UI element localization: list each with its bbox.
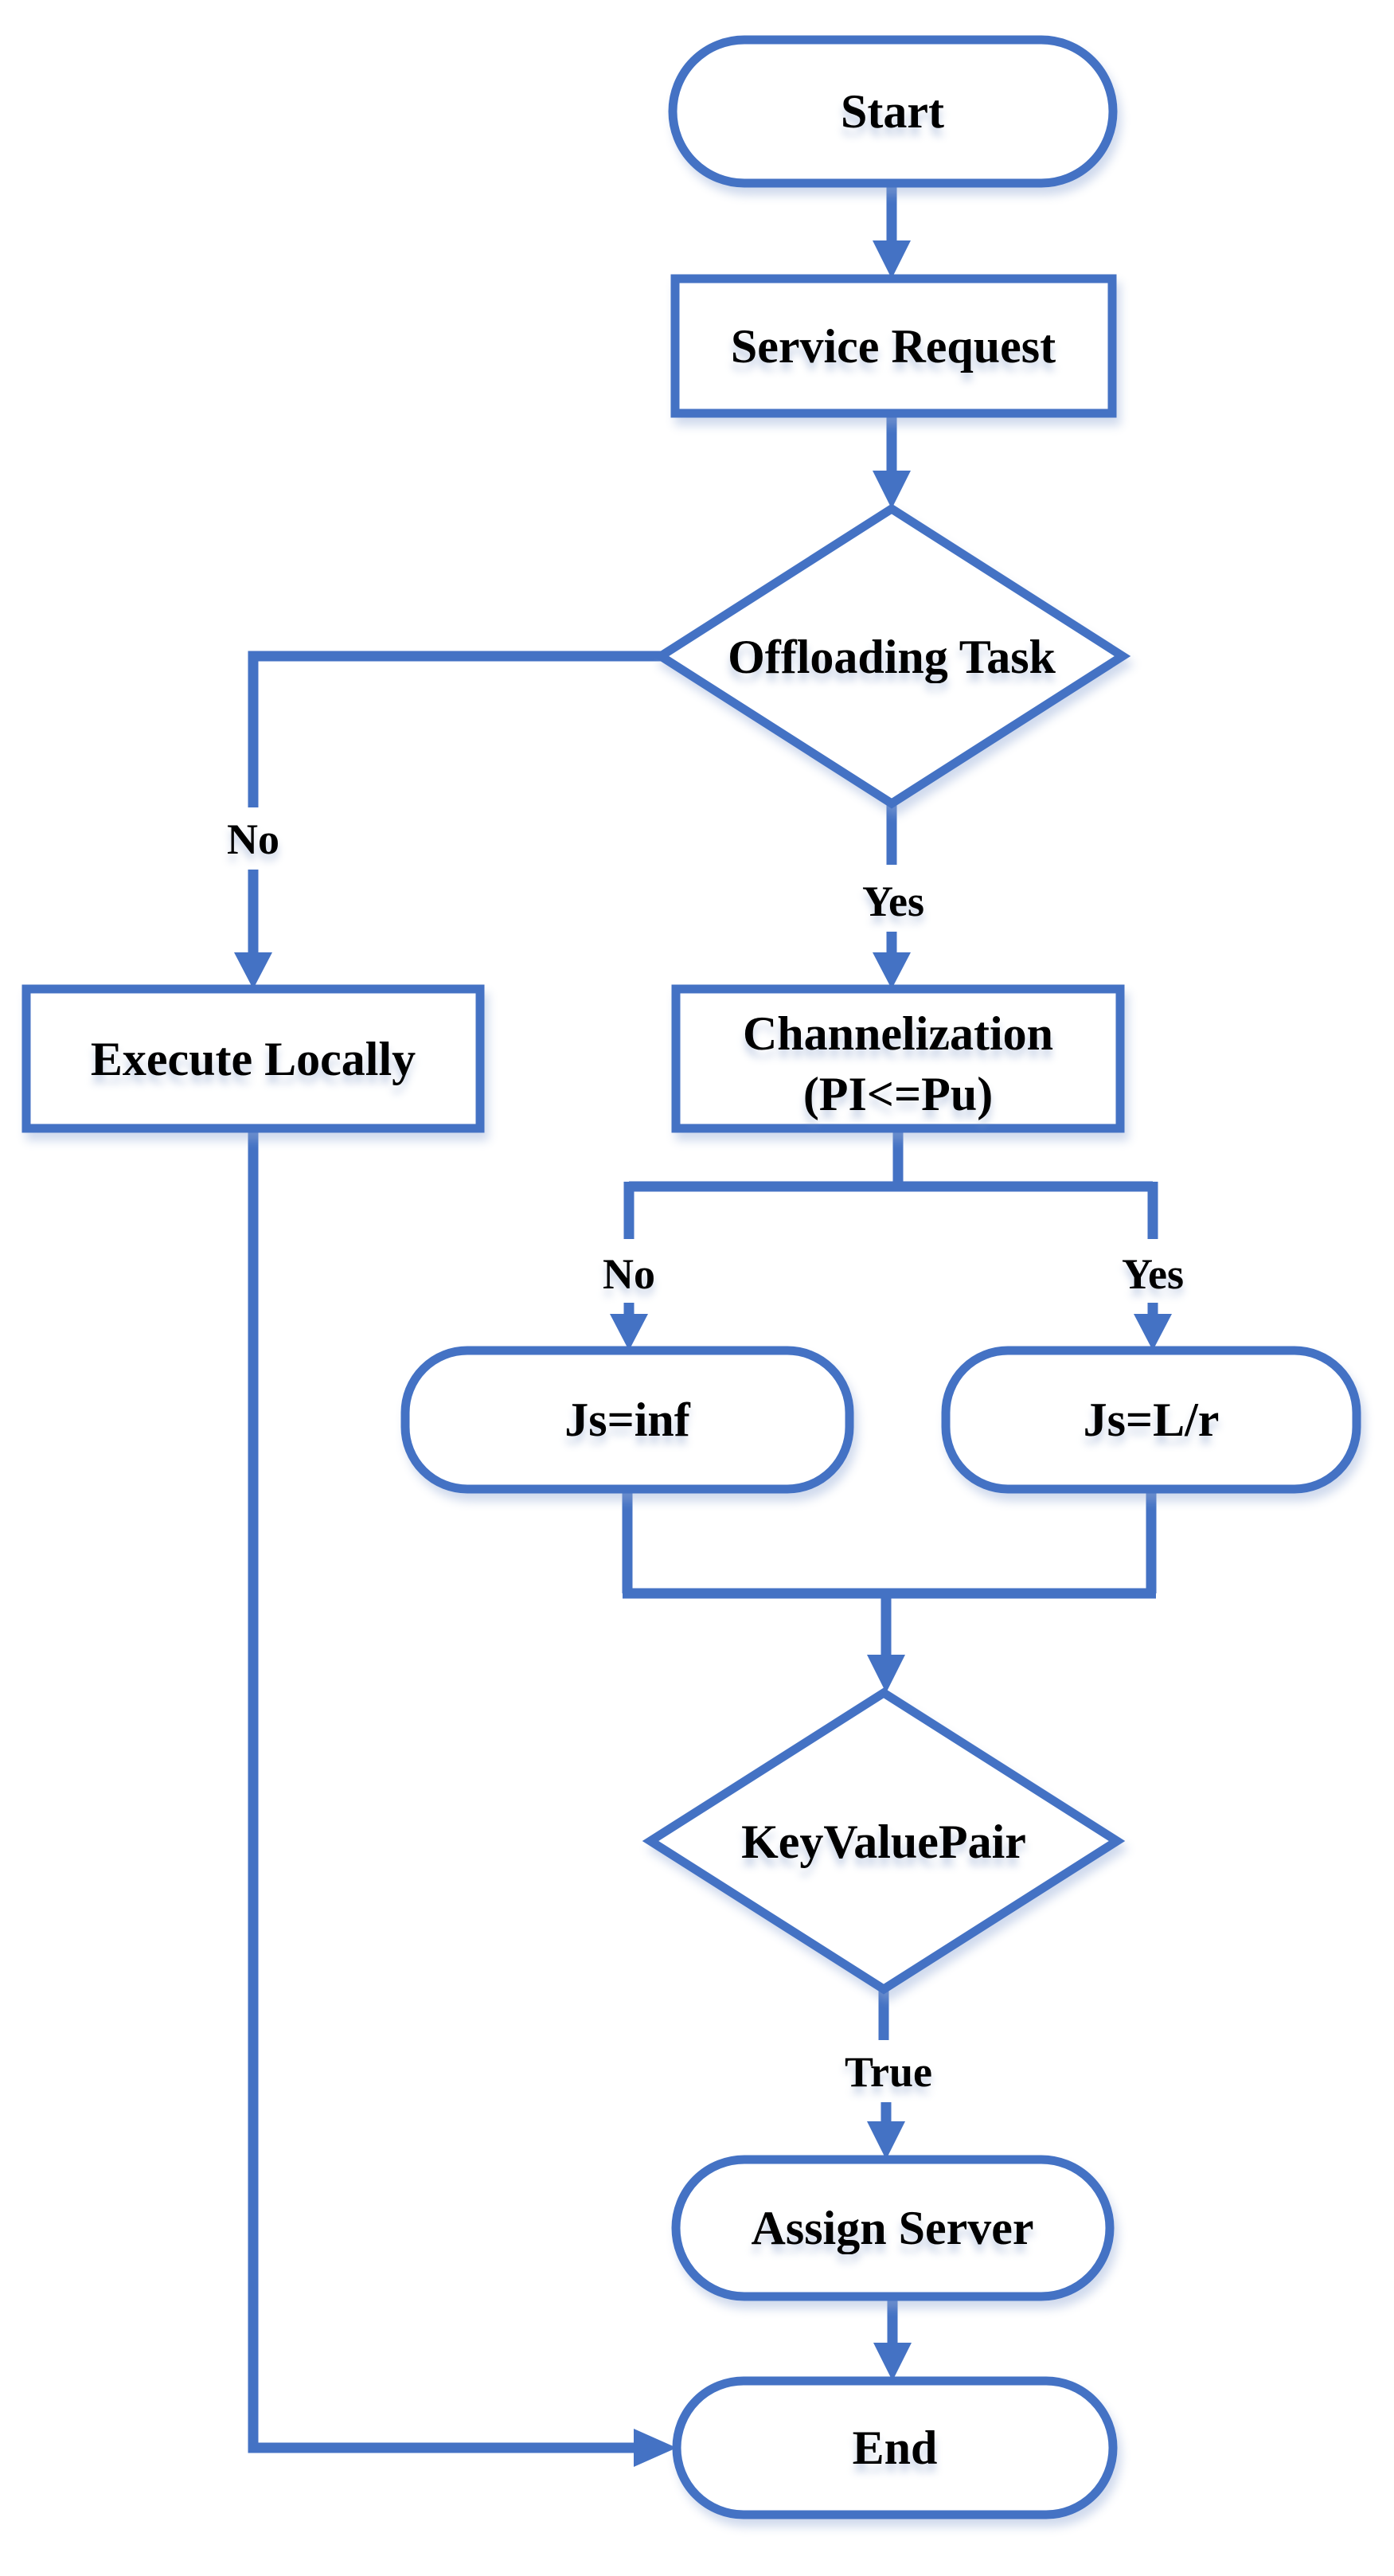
keyvaluepair-label: KeyValuePair: [741, 1816, 1026, 1868]
node-keyvaluepair: KeyValuePair: [642, 1687, 1126, 1995]
edge-label-no-execute-locally: No: [227, 815, 279, 863]
edge-service-request-to-offloading-task-arrowhead: [873, 471, 911, 509]
edge-execute-locally-to-end: [248, 1128, 635, 2453]
edge-label-true-assign-server: True: [845, 2048, 932, 2096]
service-request-process-shape: [670, 274, 1117, 418]
node-end: End: [672, 2376, 1118, 2519]
edge-merge-to-keyvaluepair-arrowhead: [867, 1655, 905, 1693]
edge-offloading-task-to-channelization-arrowhead: [873, 952, 911, 989]
assign-server-label: Assign Server: [752, 2202, 1034, 2254]
node-channelization: Channelization (PI<=Pu): [671, 984, 1125, 1133]
edge-start-to-service-request-arrowhead: [873, 240, 911, 279]
keyvaluepair-decision-shape: [642, 1687, 1126, 1995]
js-lr-label: Js=L/r: [1084, 1394, 1220, 1446]
js-lr-terminator-shape: [941, 1346, 1361, 1494]
node-service-request: Service Request: [670, 274, 1117, 418]
channelization-process-shape: [671, 984, 1125, 1133]
offloading-task-label: Offloading Task: [728, 631, 1056, 683]
edge-merge-to-keyvaluepair: [622, 1489, 1157, 1656]
edge-offloading-task-to-execute-locally: [248, 651, 661, 807]
service-request-label: Service Request: [731, 320, 1056, 373]
node-offloading-task: Offloading Task: [652, 503, 1131, 809]
edge-label-yes-channelization: Yes: [862, 878, 924, 925]
js-inf-label: Js=inf: [564, 1394, 691, 1446]
start-label: Start: [841, 85, 944, 138]
edge-labels: No Yes No Yes True: [227, 815, 1184, 2096]
node-assign-server: Assign Server: [671, 2155, 1115, 2301]
edge-label-no-js-inf: No: [603, 1250, 655, 1298]
end-label: End: [853, 2422, 938, 2474]
edge-offloading-task-to-execute-locally-arrowhead: [234, 952, 272, 989]
js-inf-terminator-shape: [400, 1346, 854, 1494]
edge-label-yes-js-lr: Yes: [1122, 1250, 1184, 1298]
execute-locally-process-shape: [21, 984, 485, 1133]
edge-assign-server-to-end-arrowhead: [873, 2343, 912, 2381]
node-js-lr: Js=L/r: [941, 1346, 1361, 1494]
nodes: Start Service Request Offloading Task Ex…: [21, 35, 1361, 2519]
edge-execute-locally-to-end-arrowhead: [634, 2429, 677, 2467]
edge-split-to-js-inf-arrowhead: [610, 1314, 648, 1351]
assign-server-terminator-shape: [671, 2155, 1115, 2301]
end-terminator-shape: [672, 2376, 1118, 2519]
node-execute-locally: Execute Locally: [21, 984, 485, 1133]
node-start: Start: [668, 35, 1118, 188]
edge-keyvaluepair-to-assign-server-arrowhead: [867, 2121, 905, 2160]
edge-channelization-split: [623, 1128, 1158, 1239]
channelization-label-line2: (PI<=Pu): [803, 1068, 993, 1120]
node-js-inf: Js=inf: [400, 1346, 854, 1494]
offloading-task-decision-shape: [652, 503, 1131, 809]
start-terminator-shape: [668, 35, 1118, 188]
channelization-label-line1: Channelization: [743, 1007, 1053, 1060]
edge-split-to-js-lr-arrowhead: [1134, 1314, 1172, 1351]
execute-locally-label: Execute Locally: [91, 1033, 416, 1085]
connectors: [234, 178, 1172, 2467]
